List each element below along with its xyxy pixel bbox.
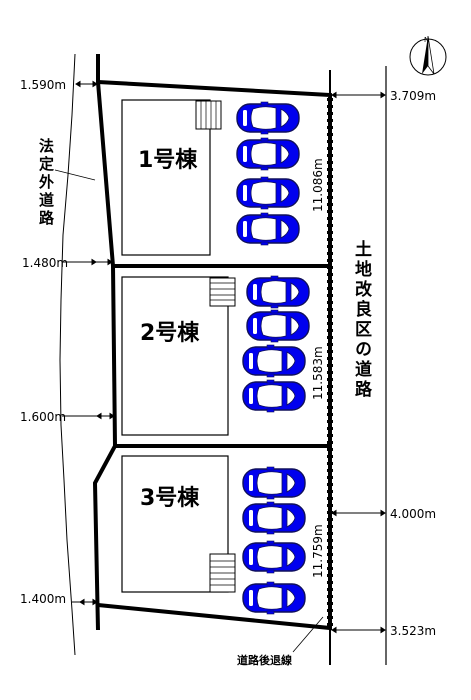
- setback-label: 道路後退線: [237, 653, 292, 667]
- car-icon: [242, 379, 306, 413]
- car-icon: [246, 309, 310, 343]
- left-road-width-3: 1.600m: [20, 410, 66, 424]
- building-1: [121, 99, 222, 256]
- left-road-width-4: 1.400m: [20, 592, 66, 606]
- setback-leader: [292, 616, 324, 653]
- car-icon: [236, 101, 300, 135]
- car-icon: [242, 466, 306, 500]
- left-road-leader: [54, 169, 96, 181]
- left-road-name: 法定外道路: [37, 137, 55, 228]
- north-arrow-icon: N: [409, 35, 447, 76]
- lot-3-depth: 11.759m: [311, 524, 325, 578]
- lot-3-label: 3号棟: [140, 485, 200, 511]
- car-icon: [246, 275, 310, 309]
- right-road-width-1: 3.709m: [390, 89, 436, 103]
- right-road-width-2: 4.000m: [390, 507, 436, 521]
- car-icon: [242, 581, 306, 615]
- lot-2-label: 2号棟: [140, 320, 200, 346]
- left-road-width-2: 1.480m: [22, 256, 68, 270]
- lot-1-depth: 11.086m: [311, 158, 325, 212]
- right-road-dimensions: [331, 91, 386, 634]
- right-road-width-3: 3.523m: [390, 624, 436, 638]
- lot-2-depth: 11.583m: [311, 346, 325, 400]
- parking-cars: [236, 101, 310, 615]
- building-2: [121, 276, 236, 436]
- left-road-dimensions: [62, 80, 115, 606]
- car-icon: [236, 176, 300, 210]
- building-3: [121, 455, 236, 593]
- car-icon: [236, 212, 300, 246]
- car-icon: [242, 501, 306, 535]
- car-icon: [236, 137, 300, 171]
- left-road-outer-edge: [59, 53, 76, 656]
- car-icon: [242, 540, 306, 574]
- left-road-width-1: 1.590m: [20, 78, 66, 92]
- left-road-inner-edge: [92, 54, 118, 631]
- compass-label: N: [424, 36, 429, 44]
- right-road-name: 土地改良区の道路: [351, 239, 372, 400]
- car-icon: [242, 344, 306, 378]
- lot-1-label: 1号棟: [138, 147, 198, 173]
